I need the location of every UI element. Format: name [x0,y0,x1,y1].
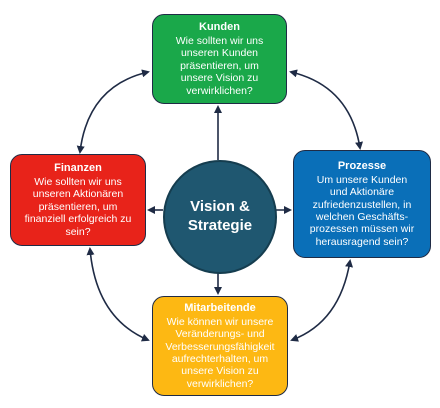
prozesse-line: und Aktionäre [329,186,395,199]
prozesse-line: welchen Geschäfts- [315,210,409,223]
kunden-line: verwirklichen? [186,84,253,97]
arc-kunden-finanzen [76,69,150,154]
mitarbeitende-line: unsere Vision zu [181,365,259,378]
kunden-line: präsentieren, um [180,59,259,72]
prozesse-line: zufriedenzustellen, in [312,198,412,211]
finanzen-text: Wie sollten wir uns unseren Aktionären p… [25,176,132,238]
finanzen-title: Finanzen [54,162,102,175]
mitarbeitende-line: Verbesserungsfähigkeit [165,340,275,353]
mitarbeitende-title: Mitarbeitende [184,301,256,314]
mitarbeitende-line: aufrechterhalten, um [171,352,269,365]
finanzen-line: präsentieren, um [38,200,118,213]
kunden-line: unsere Vision zu [180,72,259,85]
prozesse-line: herausragend sein? [315,235,409,248]
arc-prozesse-mitarbeitende [290,259,353,342]
finanzen-line: unseren Aktionären [32,188,124,201]
kunden-box: Kunden Wie sollten wir uns unseren Kunde… [152,14,287,104]
arc-kunden-prozesse [289,69,363,150]
finanzen-line: finanziell erfolgreich zu [24,213,132,226]
finanzen-box: Finanzen Wie sollten wir uns unseren Akt… [10,154,146,246]
prozesse-text: Um unsere Kunden und Aktionäre zufrieden… [310,174,414,248]
kunden-title: Kunden [199,21,240,34]
prozesse-line: Um unsere Kunden [316,173,408,186]
prozesse-box: Prozesse Um unsere Kunden und Aktionäre … [293,150,431,258]
kunden-line: Wie sollten wir uns [175,35,264,48]
mitarbeitende-text: Wie können wir unsere Veränderungs- und … [165,316,274,390]
prozesse-line: prozessen müssen wir [309,223,415,236]
finanzen-line: sein? [65,225,91,238]
vision-strategie-circle: Vision & Strategie [163,160,277,274]
center-line-1: Vision & [190,198,250,216]
center-line-2: Strategie [187,217,253,234]
kunden-line: unseren Kunden [180,47,259,60]
arc-finanzen-mitarbeitende [86,247,150,342]
mitarbeitende-line: Veränderungs- und [175,328,265,341]
kunden-text: Wie sollten wir uns unseren Kunden präse… [176,35,264,97]
mitarbeitende-line: verwirklichen? [186,377,254,390]
prozesse-title: Prozesse [337,159,387,172]
mitarbeitende-box: Mitarbeitende Wie können wir unsere Verä… [152,296,288,396]
mitarbeitende-line: Wie können wir unsere [166,315,274,328]
finanzen-line: Wie sollten wir uns [34,176,122,189]
